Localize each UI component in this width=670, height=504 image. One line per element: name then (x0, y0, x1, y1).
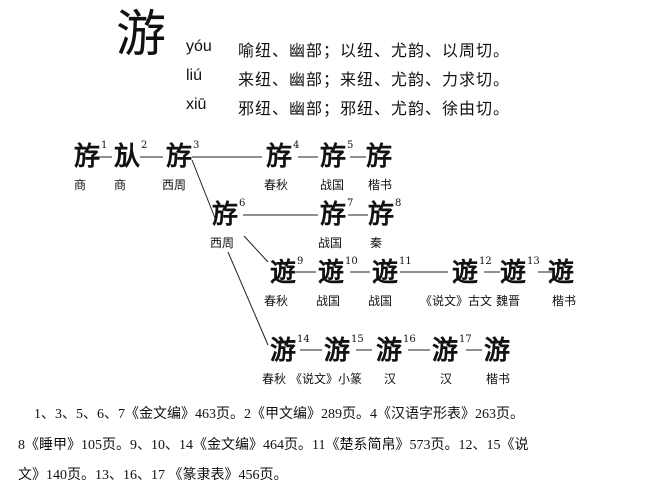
branch (191, 159, 216, 219)
period-label: 战国 (318, 236, 343, 250)
form-number: 1 (101, 140, 108, 151)
period-label: 楷书 (552, 294, 577, 308)
form-number: 17 (459, 334, 472, 345)
glyph-form: 游 (324, 336, 351, 366)
glyph-form: 斿 (212, 200, 239, 230)
glyph-form: 斿 (366, 142, 393, 172)
pinyin-1: yóu (186, 38, 212, 55)
pinyin-3: xiū (186, 96, 207, 113)
source-line-3: 文》140页。13、16、17 《篆隶表》456页。 (18, 468, 288, 483)
period-label: 秦 (370, 236, 383, 250)
branch (243, 235, 269, 263)
form-number: 8 (395, 198, 402, 209)
period-label: 战国 (316, 294, 341, 308)
form-number: 15 (351, 334, 364, 345)
period-label: 商 (114, 178, 127, 192)
pinyin-2: liú (186, 67, 203, 84)
period-label: 战国 (320, 178, 345, 192)
glyph-form: 斿 (320, 142, 347, 172)
fanqie-1: 喻纽、幽部；以纽、尤韵、以周切。 (238, 41, 511, 60)
glyph-form: 游 (484, 336, 511, 366)
period-label: 春秋 (264, 294, 289, 308)
form-number: 6 (239, 198, 246, 209)
glyph-form: 遊 (452, 258, 479, 288)
period-label: 楷书 (368, 178, 393, 192)
period-label: 《说文》小篆 (290, 372, 363, 386)
glyph-form: 遊 (270, 258, 297, 288)
glyph-form: 斿 (266, 142, 293, 172)
period-label: 春秋 (264, 178, 289, 192)
source-line-2: 8《睡甲》105页。9、10、14《金文编》464页。11《楚系简帛》573页。… (18, 438, 529, 453)
form-number: 9 (297, 256, 304, 267)
form-number: 14 (297, 334, 310, 345)
period-label: 《说文》古文 (420, 294, 493, 308)
head-character: 游 (116, 5, 166, 63)
period-label: 战国 (368, 294, 393, 308)
glyph-form: 遊 (500, 258, 527, 288)
period-label: 春秋 (262, 372, 287, 386)
form-number: 10 (345, 256, 358, 267)
period-label: 汉 (440, 372, 453, 386)
glyph-form: 斿 (166, 142, 193, 172)
period-label: 汉 (384, 372, 397, 386)
branch (227, 251, 269, 346)
glyph-form: 遊 (372, 258, 399, 288)
form-number: 4 (293, 140, 300, 151)
period-label: 西周 (210, 236, 235, 250)
form-number: 3 (193, 140, 200, 151)
fanqie-3: 邪纽、幽部；邪纽、尤韵、徐由切。 (238, 99, 511, 118)
glyph-form: 斿 (368, 200, 395, 230)
form-number: 16 (403, 334, 416, 345)
glyph-form: 游 (432, 336, 459, 366)
source-line-1: 1、3、5、6、7《金文编》463页。2《甲文编》289页。4《汉语字形表》26… (34, 407, 524, 422)
fanqie-2: 来纽、幽部；来纽、尤韵、力求切。 (238, 70, 511, 89)
form-number: 12 (479, 256, 492, 267)
period-label: 楷书 (486, 372, 511, 386)
glyph-form: 斿 (320, 200, 347, 230)
form-number: 11 (399, 256, 412, 267)
glyph-form: 㫃 (114, 142, 141, 172)
glyph-form: 遊 (548, 258, 575, 288)
period-label: 魏晋 (496, 294, 521, 308)
form-number: 2 (141, 140, 148, 151)
period-label: 商 (74, 178, 87, 192)
form-number: 5 (347, 140, 354, 151)
glyph-form: 遊 (318, 258, 345, 288)
glyph-form: 斿 (74, 142, 101, 172)
form-number: 7 (347, 198, 354, 209)
glyph-form: 游 (376, 336, 403, 366)
period-label: 西周 (162, 178, 187, 192)
form-number: 13 (527, 256, 540, 267)
glyph-form: 游 (270, 336, 297, 366)
